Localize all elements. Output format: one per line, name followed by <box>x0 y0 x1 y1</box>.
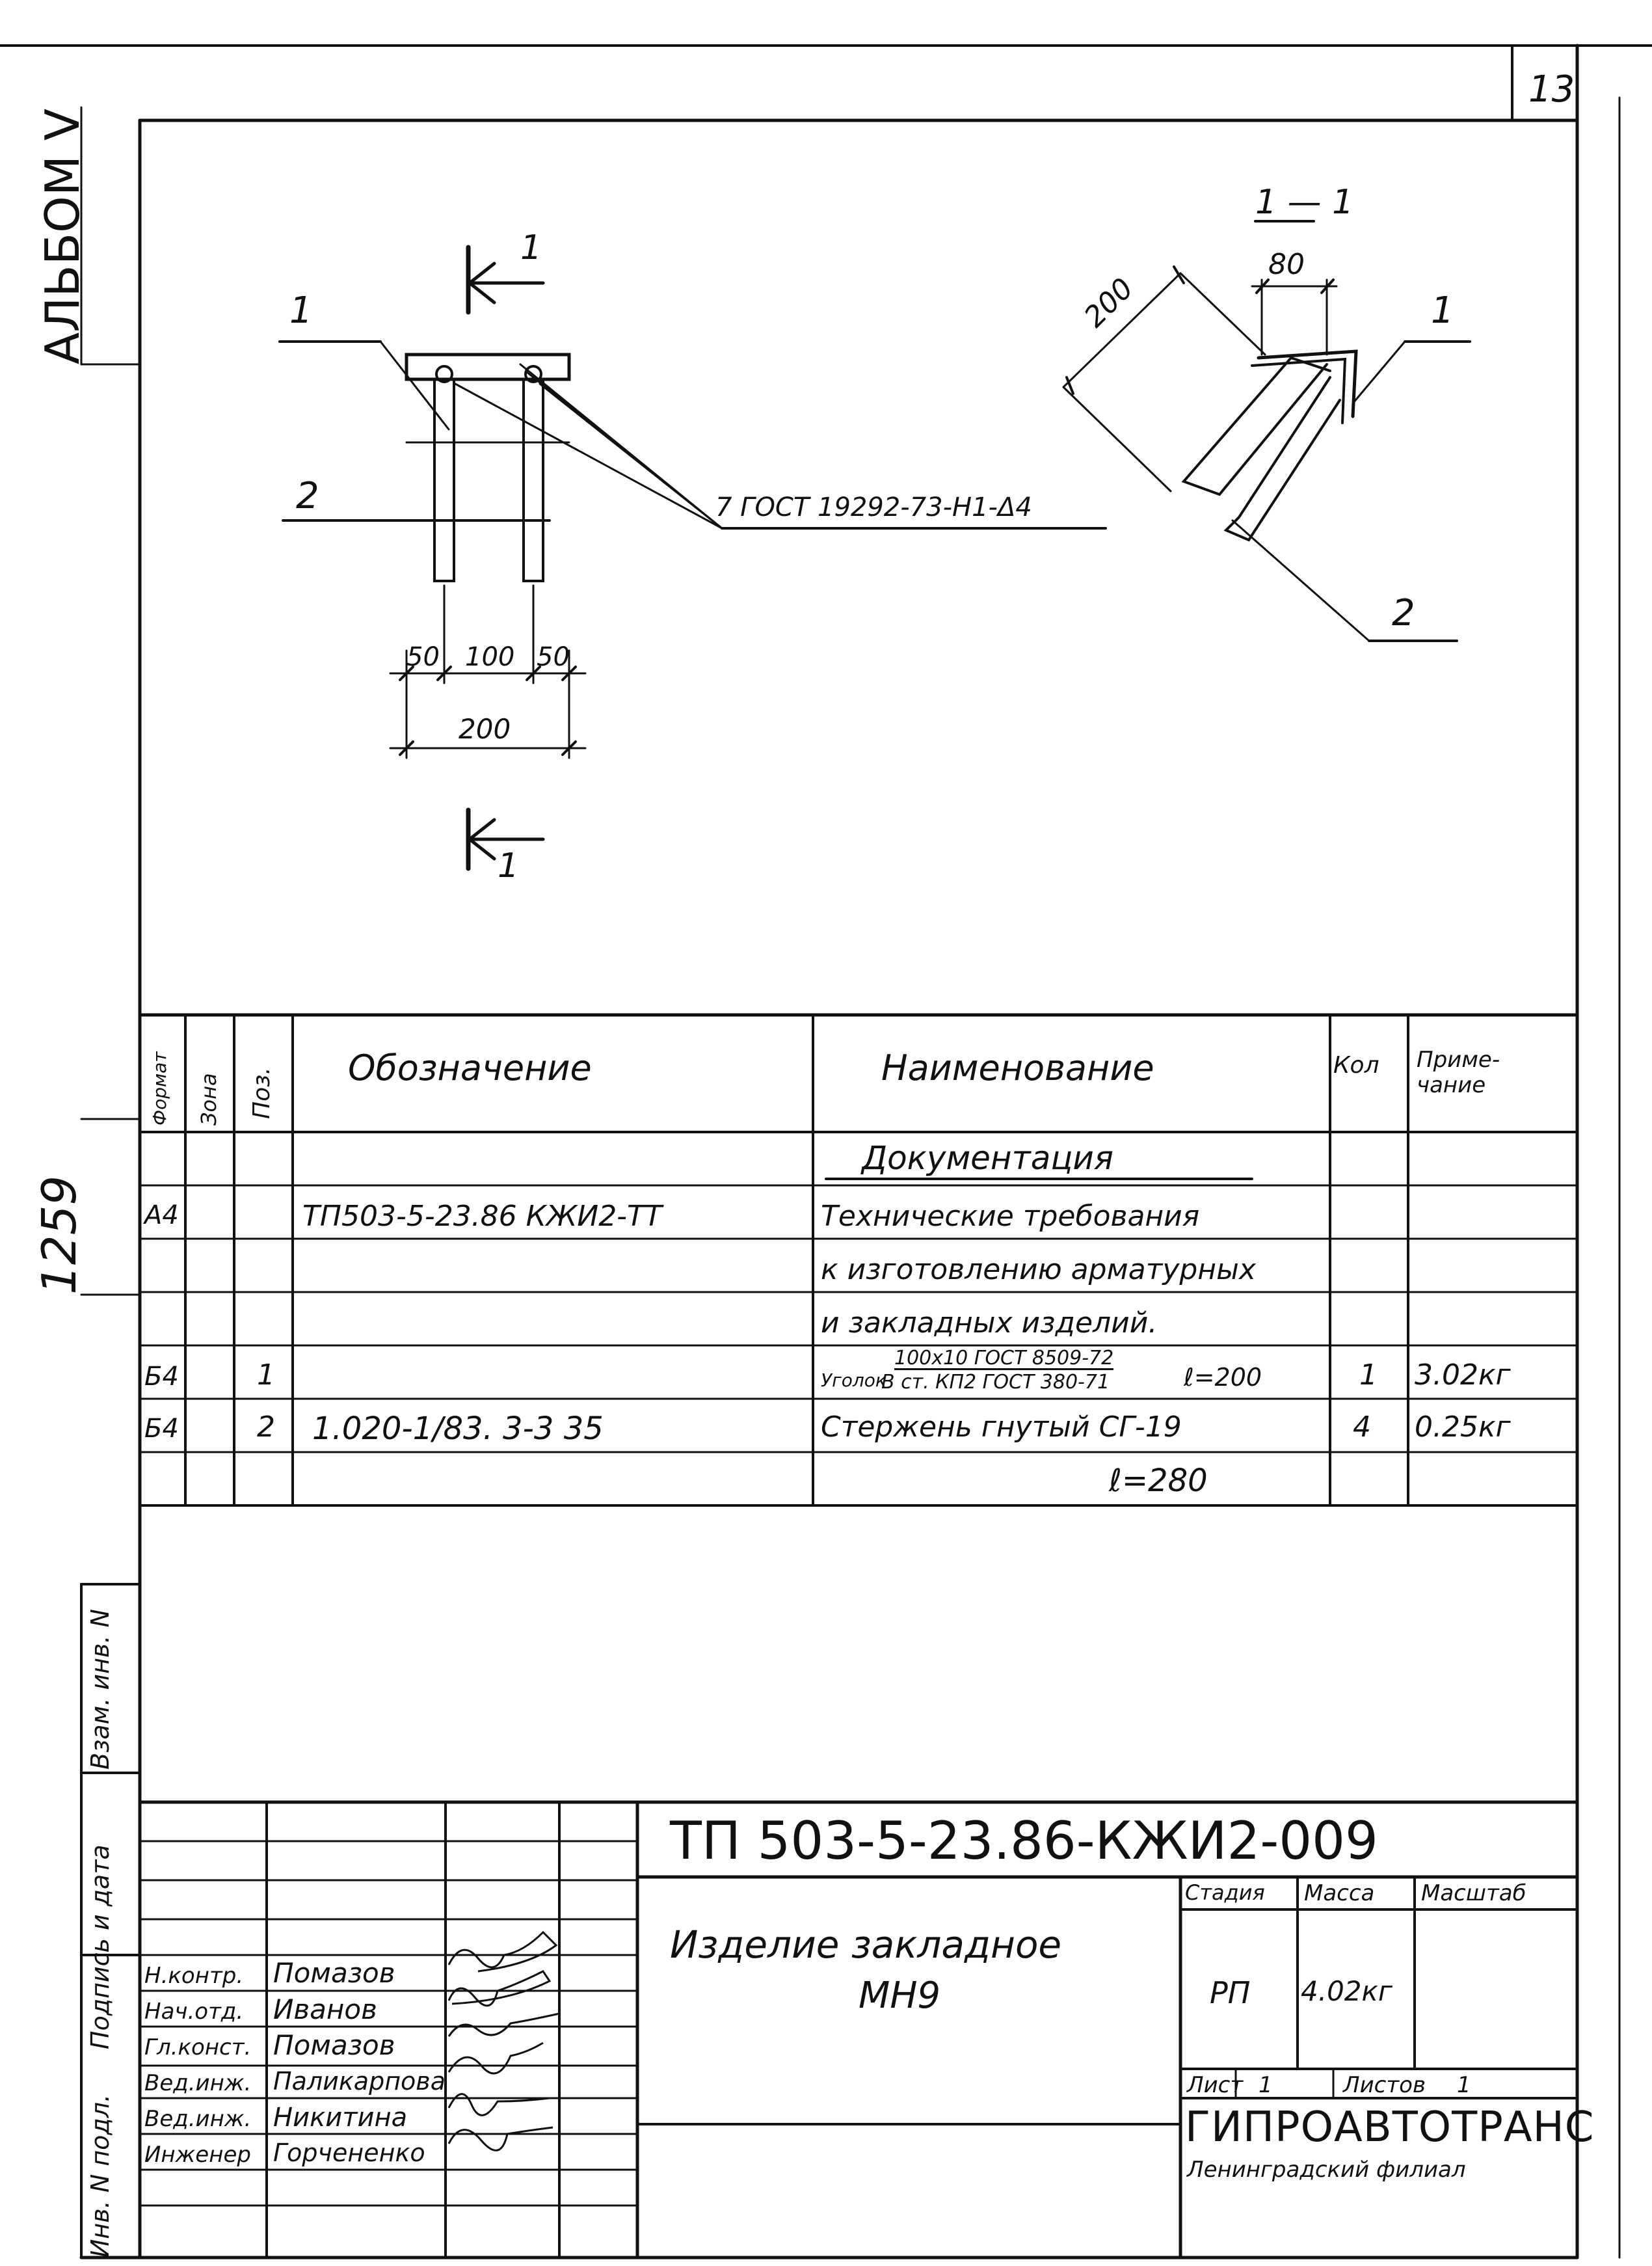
row0-designation: ТП503-5-23.86 КЖИ2-ТТ <box>302 1200 662 1233</box>
sig-role-2: Гл.конст. <box>144 2034 252 2060</box>
section-dim-80: 80 <box>1268 248 1305 281</box>
col-header-note: Приме- чание <box>1417 1047 1500 1099</box>
signature-scribbles <box>447 1930 560 2151</box>
row0-format: А4 <box>144 1200 179 1230</box>
sig-name-4: Никитина <box>273 2103 408 2133</box>
col-header-name: Наименование <box>881 1047 1154 1088</box>
row3-name-frac-top: 100х10 ГОСТ 8509-72 <box>894 1347 1114 1370</box>
sheets-value: 1 <box>1457 2072 1471 2098</box>
row3-qty: 1 <box>1359 1358 1378 1392</box>
sig-name-3: Паликарпова <box>273 2067 446 2096</box>
stage-value: РП <box>1210 1975 1251 2010</box>
sig-role-0: Н.контр. <box>144 1963 244 1989</box>
callout-pos1-right: 1 <box>1431 290 1454 332</box>
scale-label: Масштаб <box>1421 1880 1526 1906</box>
row0-name: Технические требования <box>821 1200 1200 1233</box>
sig-role-5: Инженер <box>144 2142 251 2168</box>
row4-designation: 1.020-1/83. 3-3 35 <box>312 1410 604 1447</box>
sig-role-3: Вед.инж. <box>144 2070 252 2096</box>
row3-name-frac-bottom: В ст. КП2 ГОСТ 380-71 <box>881 1371 1110 1394</box>
dim-50-right: 50 <box>537 642 570 672</box>
sheet-value: 1 <box>1259 2072 1273 2098</box>
row4-pos: 2 <box>257 1410 275 1444</box>
side-replace-inv: Взам. инв. N <box>86 1609 114 1770</box>
col-header-pos: Поз. <box>248 1067 275 1119</box>
row4-note: 0.25кг <box>1415 1410 1511 1444</box>
page-number: 13 <box>1528 68 1575 111</box>
row2-name: и закладных изделий. <box>821 1306 1158 1340</box>
org-branch: Ленинградский филиал <box>1187 2157 1466 2183</box>
sig-name-2: Помазов <box>273 2029 395 2061</box>
item-name-line2: МН9 <box>859 1975 941 2017</box>
row4-format: Б4 <box>144 1414 179 1444</box>
callout-pos2-left: 2 <box>296 475 319 517</box>
side-sign-date: Подпись и дата <box>86 1844 114 2049</box>
col-header-zone: Зона <box>196 1073 221 1126</box>
org-name: ГИПРОАВТОТРАНС <box>1185 2103 1595 2151</box>
dim-50-left: 50 <box>406 642 440 672</box>
sig-name-0: Помазов <box>273 1957 395 1989</box>
sheets-label: Листов <box>1343 2072 1426 2098</box>
item-name-line1: Изделие закладное <box>670 1922 1062 1967</box>
spec-section-title: Документация <box>862 1139 1113 1177</box>
callout-pos1-left: 1 <box>289 290 313 332</box>
row3-pos: 1 <box>257 1358 275 1392</box>
callout-pos2-right: 2 <box>1392 592 1415 634</box>
col-header-qty: Кол <box>1333 1052 1379 1079</box>
stage-label: Стадия <box>1185 1880 1265 1905</box>
row3-name-prefix: Уголок <box>821 1369 886 1391</box>
sig-role-4: Вед.инж. <box>144 2106 252 2132</box>
col-header-designation: Обозначение <box>348 1047 592 1088</box>
sig-name-5: Горчененко <box>273 2138 425 2167</box>
doc-code: ТП 503-5-23.86-КЖИ2-009 <box>670 1811 1378 1871</box>
row3-name-suffix: ℓ=200 <box>1184 1363 1262 1392</box>
dim-200: 200 <box>459 713 511 745</box>
col-header-format: Формат <box>149 1051 170 1126</box>
sig-role-1: Нач.отд. <box>144 1999 244 2025</box>
section-arrow-top-label: 1 <box>520 228 542 267</box>
weld-note: 7 ГОСТ 19292-73-Н1-Δ4 <box>715 492 1032 522</box>
row5-name: ℓ=280 <box>1109 1463 1208 1499</box>
row1-name: к изготовлению арматурных <box>821 1253 1256 1286</box>
dim-100: 100 <box>465 642 515 672</box>
archive-number: 1259 <box>32 1175 87 1295</box>
sheet-label: Лист <box>1187 2072 1244 2098</box>
row3-format: Б4 <box>144 1362 179 1392</box>
row4-name: Стержень гнутый СГ-19 <box>821 1410 1182 1444</box>
section-title: 1 — 1 <box>1255 183 1354 222</box>
side-inv-no: Инв. N подл. <box>86 2094 114 2258</box>
mass-label: Масса <box>1304 1880 1375 1906</box>
row4-qty: 4 <box>1353 1410 1371 1444</box>
mass-value: 4.02кг <box>1301 1975 1392 2007</box>
section-arrow-bottom-label: 1 <box>498 846 520 885</box>
sig-name-1: Иванов <box>273 1993 377 2025</box>
album-label: АЛЬБОМ V <box>35 108 90 364</box>
row3-note: 3.02кг <box>1415 1358 1511 1392</box>
